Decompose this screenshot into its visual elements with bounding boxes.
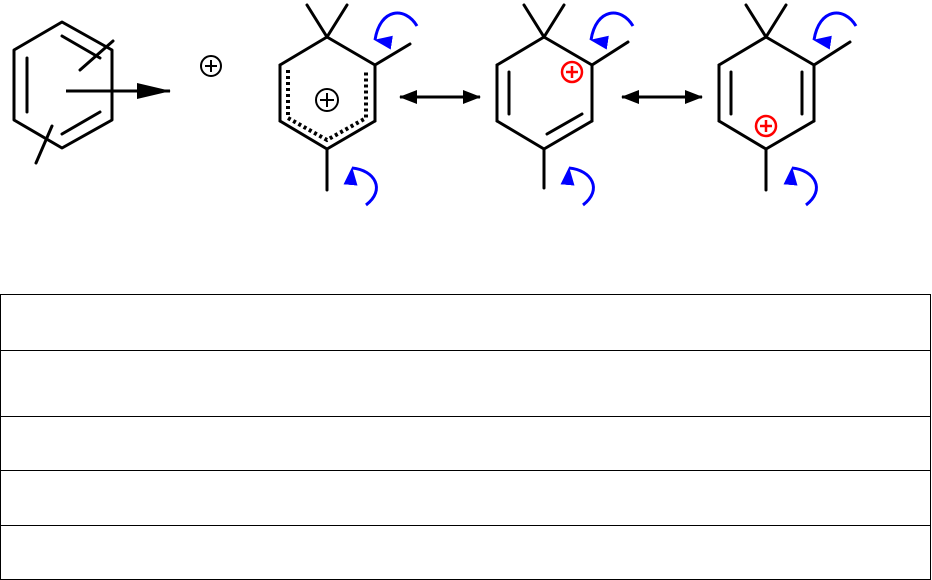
table-row xyxy=(0,416,931,471)
positive-charge-icon xyxy=(754,114,778,138)
answer-table xyxy=(0,294,931,580)
table-cell[interactable] xyxy=(0,294,931,351)
resonance-structure-3 xyxy=(717,3,852,192)
electrophile-symbol xyxy=(200,55,222,77)
benzene-starting-material xyxy=(12,20,115,165)
table-row xyxy=(0,294,931,351)
benzene-inner-double-bond-1 xyxy=(60,34,102,60)
table-cell[interactable] xyxy=(0,470,931,526)
curved-arrow-icon xyxy=(589,11,635,50)
reaction-scheme xyxy=(12,3,858,207)
table-row xyxy=(0,350,931,417)
curved-arrow-icon xyxy=(343,166,378,207)
curved-arrow-icon xyxy=(783,166,818,207)
intermediate-charge-icon xyxy=(315,88,339,112)
curved-arrow-icon xyxy=(373,11,419,50)
sigma-complex-delocalized xyxy=(278,3,412,192)
curved-arrow-icon xyxy=(560,166,595,207)
table-cell[interactable] xyxy=(0,525,931,580)
resonance-structure-2 xyxy=(495,3,630,190)
benzene-inner-double-bond-3 xyxy=(60,110,102,136)
curved-arrow-icon xyxy=(812,11,858,50)
table-row xyxy=(0,525,931,580)
table-cell[interactable] xyxy=(0,416,931,471)
delocalized-bond-dots xyxy=(286,70,368,143)
table-row xyxy=(0,470,931,526)
table-cell[interactable] xyxy=(0,350,931,417)
positive-charge-icon xyxy=(560,60,584,84)
substituent-bond-top xyxy=(78,39,115,72)
substituent-bond-bottom xyxy=(34,124,54,165)
benzene-ring xyxy=(12,20,114,150)
